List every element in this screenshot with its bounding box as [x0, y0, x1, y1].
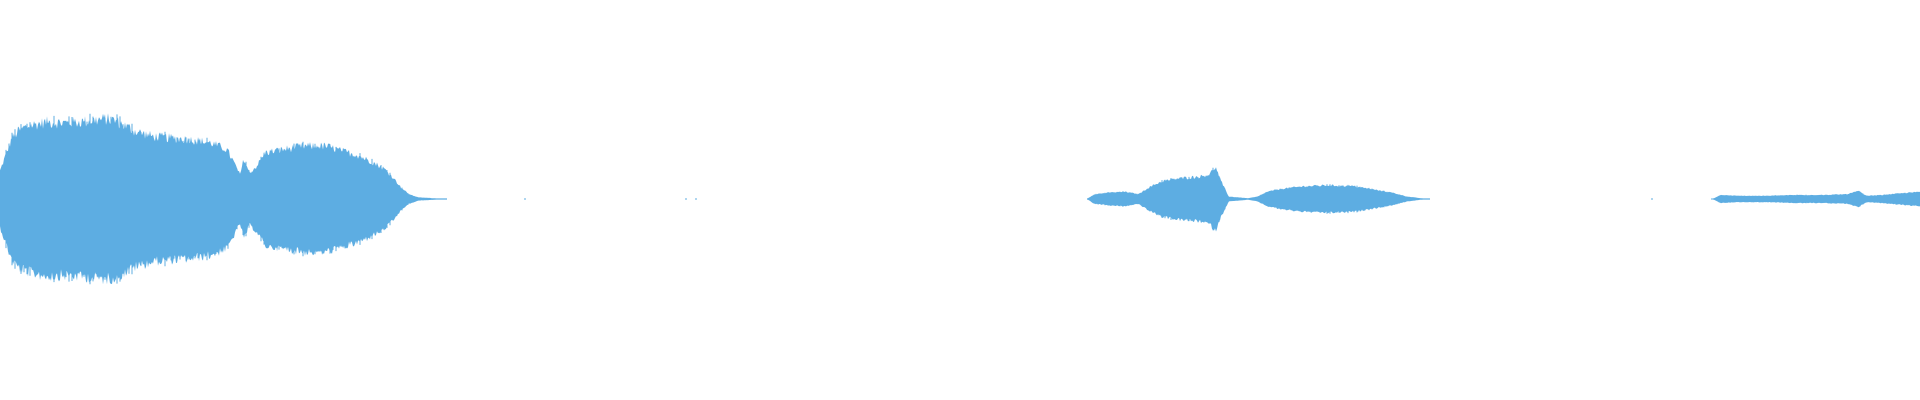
waveform-segments [0, 113, 1920, 285]
waveform-burst-2 [1087, 167, 1430, 232]
waveform-burst-1 [0, 113, 447, 285]
waveform-burst-3 [1713, 190, 1920, 208]
